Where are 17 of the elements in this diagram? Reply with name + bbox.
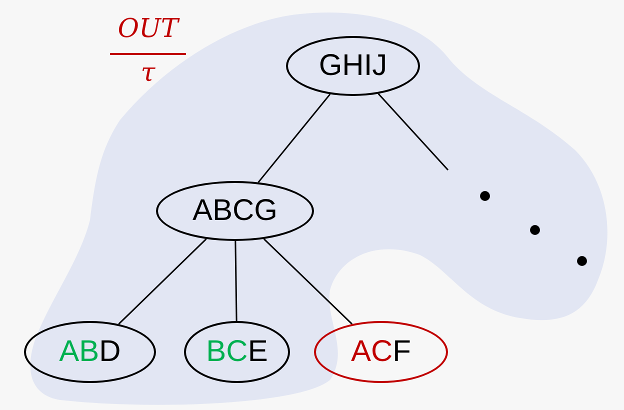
node-label: ABCG [192, 196, 278, 226]
node-label: ACF [350, 337, 411, 367]
connector-line [258, 94, 331, 183]
node-label: GHIJ [318, 51, 388, 81]
ellipse-node [184, 321, 290, 383]
node-label: BCE [206, 337, 268, 367]
fraction-numerator: OUT [116, 16, 181, 42]
fraction-denominator: τ [140, 60, 156, 86]
connector-line [263, 238, 353, 325]
ellipse-node [314, 321, 448, 383]
ellipse-node [286, 36, 420, 96]
connector-line [118, 238, 207, 325]
ellipse-node [156, 181, 314, 241]
connector-line [378, 93, 449, 170]
ellipse-node [24, 321, 156, 383]
node-label: ABD [59, 337, 121, 367]
connector-line [234, 240, 238, 322]
